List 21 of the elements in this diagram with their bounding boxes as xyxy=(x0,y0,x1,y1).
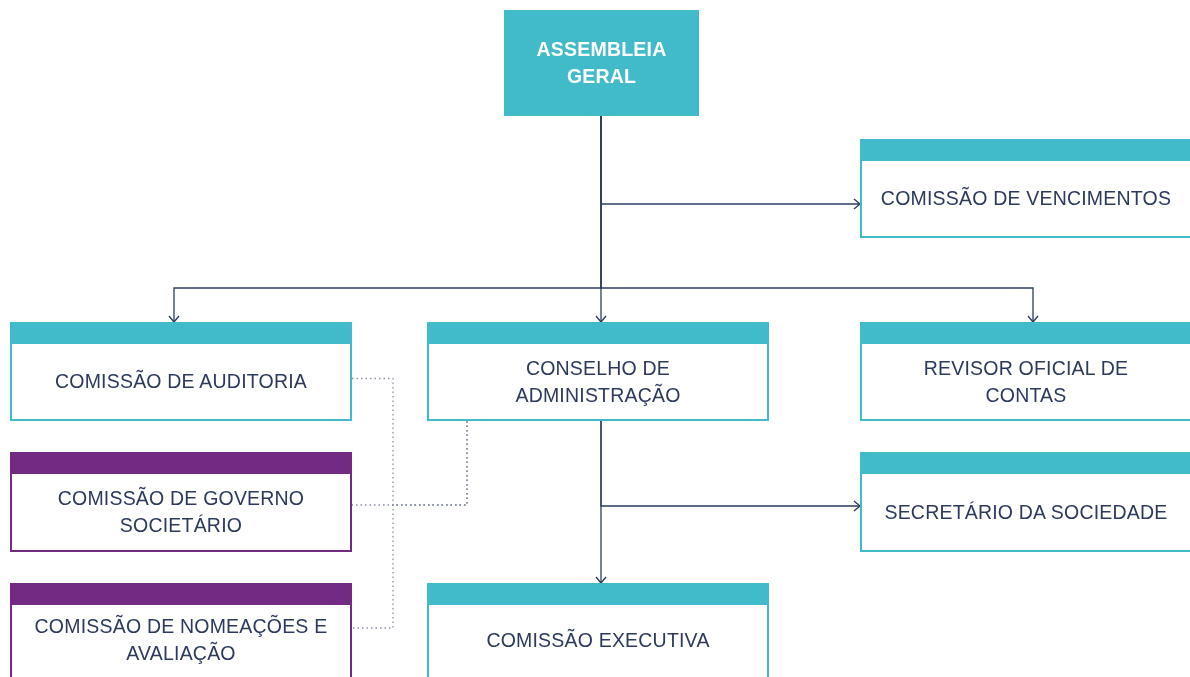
unit-name: COMISSÃO EXECUTIVA xyxy=(486,627,710,653)
org-unit-card xyxy=(860,139,1190,238)
unit-name: COMISSÃO DE AUDITORIA xyxy=(55,368,307,394)
unit-name: COMISSÃO DE NOMEAÇÕES E AVALIAÇÃO xyxy=(33,613,329,666)
unit-name: CONSELHO DE ADMINISTRAÇÃO xyxy=(514,355,682,408)
arrow xyxy=(600,115,1039,323)
unit-name: SECRETÁRIO DA SOCIEDADE xyxy=(884,499,1168,525)
arrow xyxy=(595,420,607,584)
unit-name: REVISOR OFICIAL DE CONTAS xyxy=(922,355,1130,408)
unit-name: ASSEMBLEIA GERAL xyxy=(535,37,668,89)
top-body-box xyxy=(504,10,699,116)
dotted-connector xyxy=(351,420,468,629)
org-unit-card xyxy=(427,322,769,421)
org-unit-card xyxy=(860,452,1190,552)
org-unit-card xyxy=(427,583,769,677)
org-unit-card xyxy=(10,583,352,677)
unit-name: COMISSÃO DE GOVERNO SOCIETÁRIO xyxy=(56,485,306,538)
org-unit-card xyxy=(860,322,1190,421)
org-unit-card xyxy=(10,322,352,421)
unit-name: COMISSÃO DE VENCIMENTOS xyxy=(880,185,1172,211)
org-unit-card xyxy=(10,452,352,552)
